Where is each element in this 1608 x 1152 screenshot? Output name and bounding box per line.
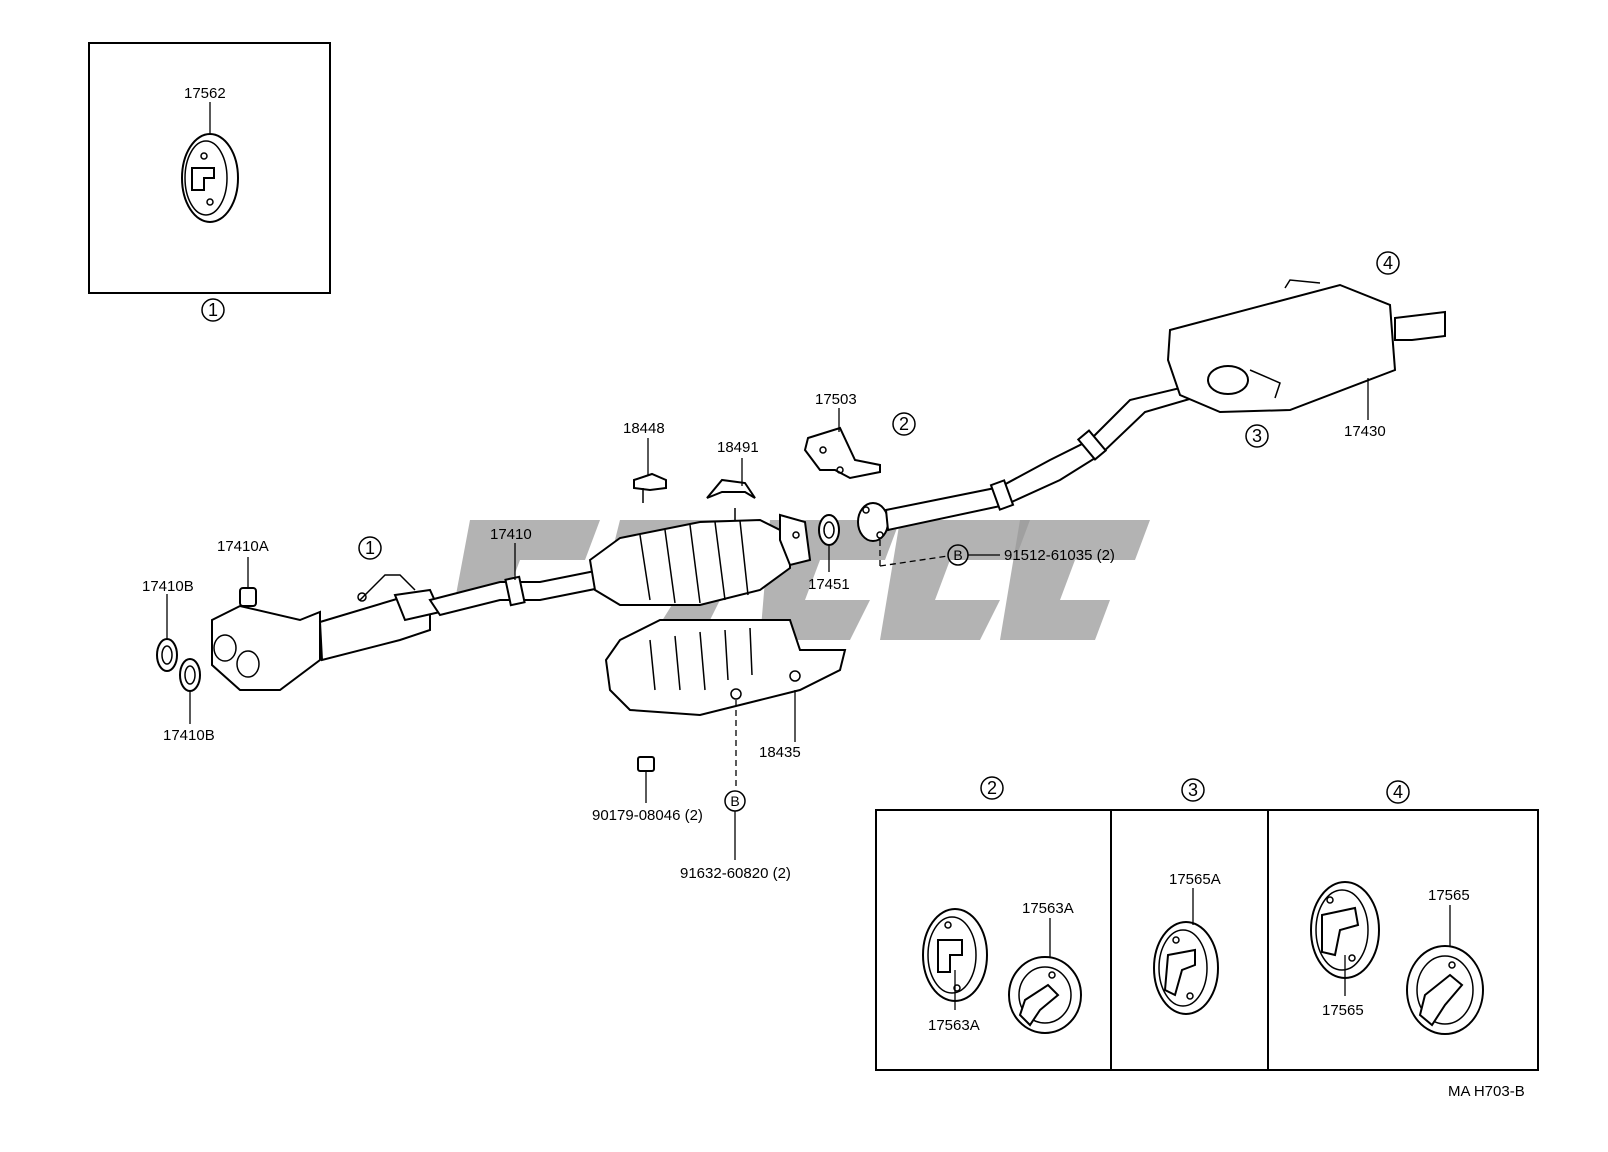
callout-circle-2-box [980,776,1004,800]
label-17562: 17562 [184,85,226,102]
gasket-17410b-1-icon [156,638,178,672]
callout-circle-3-main [1245,424,1269,448]
hanger-17563a-2-icon [1008,956,1082,1034]
hanger-17563a-1-icon [922,908,988,1002]
label-17565-top: 17565 [1428,887,1470,904]
nut-17410a-icon [239,587,257,607]
bracket-18448-icon [633,472,667,503]
heat-insulator-18435 [604,619,847,717]
label-17565a: 17565A [1169,871,1221,888]
label-17563a-bottom: 17563A [928,1017,980,1034]
callout-3-box: 3 [1188,780,1198,800]
callout-1-top: 1 [208,300,218,320]
label-18435: 18435 [759,744,801,761]
label-17563a-top: 17563A [1022,900,1074,917]
label-91512: 91512-61035 (2) [1004,547,1115,564]
gasket-17410b-2-icon [179,658,201,692]
callout-2-box: 2 [987,778,997,798]
label-17410b-top: 17410B [142,578,194,595]
label-17451: 17451 [808,576,850,593]
label-17410b-bottom: 17410B [163,727,215,744]
hanger-17565a-icon [1153,921,1219,1015]
callout-circle-2-main [892,412,916,436]
callout-4-main: 4 [1383,253,1393,273]
callout-circle-3-box [1181,778,1205,802]
label-91632: 91632-60820 (2) [680,865,791,882]
catalytic-converter [588,508,812,606]
detail-box-1 [88,42,331,294]
callout-circle-1-top [201,298,225,322]
label-17430: 17430 [1344,423,1386,440]
callout-4-box: 4 [1393,782,1403,802]
hanger-17565-2-icon [1406,945,1484,1035]
label-90179: 90179-08046 (2) [592,807,703,824]
label-17503: 17503 [815,391,857,408]
label-17565-bottom: 17565 [1322,1002,1364,1019]
hanger-17565-1-icon [1310,881,1380,979]
hanger-17562-icon [181,133,239,223]
gasket-17451-icon [818,514,840,546]
callout-circle-4-main [1376,251,1400,275]
bracket-17503-icon [803,426,881,480]
tail-pipe-and-muffler [857,279,1446,542]
callout-b-lower: B [730,793,739,809]
clip-90179-icon [637,756,655,772]
label-17410a: 17410A [217,538,269,555]
callout-1-pipe: 1 [365,538,375,558]
label-18491: 18491 [717,439,759,456]
label-18448: 18448 [623,420,665,437]
callout-3-main: 3 [1252,426,1262,446]
callout-b-upper: B [953,547,962,563]
callout-2-main: 2 [899,414,909,434]
label-17410: 17410 [490,526,532,543]
front-exhaust-pipe [211,568,601,691]
detail-box-2 [875,809,1112,1071]
callout-circle-4-box [1386,780,1410,804]
detail-box-4 [1267,809,1539,1071]
bracket-18491-icon [706,478,756,499]
drawing-code: MA H703-B [1448,1083,1525,1100]
callout-circle-1-pipe [358,536,382,560]
dashed-leader-b-upper-h [879,555,949,567]
